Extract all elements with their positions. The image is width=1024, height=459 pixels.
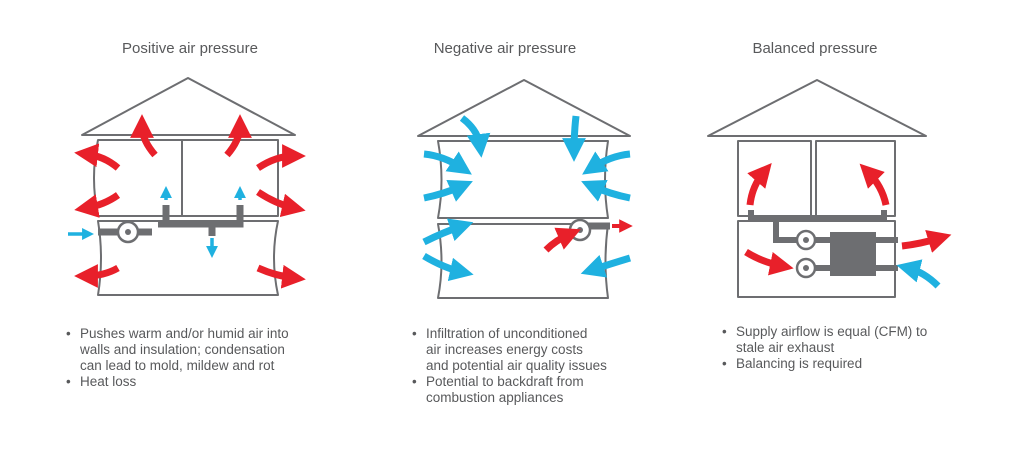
- airflow-arrow-blue: [422, 115, 632, 282]
- panel-title: Negative air pressure: [433, 40, 577, 57]
- note-item: Supply airflow is equal (CFM) to stale a…: [722, 324, 927, 356]
- note-item: Potential to backdraft from combustion a…: [412, 374, 607, 406]
- panel-positive-pressure: Positive air pressure: [0, 0, 380, 459]
- notes-list: Supply airflow is equal (CFM) to stale a…: [722, 324, 927, 372]
- panel-negative-pressure: Negative air pressure: [380, 0, 690, 459]
- hrv-unit-icon: [830, 232, 876, 276]
- airflow-arrow-red: [74, 114, 306, 289]
- note-item: Balancing is required: [722, 356, 927, 372]
- note-item: Pushes warm and/or humid air into walls …: [66, 326, 289, 374]
- fan-icon: [795, 257, 817, 279]
- panel-balanced-pressure: Balanced pressure: [690, 0, 1024, 459]
- house-outline: [707, 79, 927, 298]
- fan-icon: [568, 218, 592, 242]
- airflow-arrow-blue: [896, 259, 941, 289]
- notes-list: Pushes warm and/or humid air into walls …: [66, 326, 289, 390]
- notes-list: Infiltration of unconditioned air increa…: [412, 326, 607, 406]
- airflow-arrow-red: [744, 162, 952, 276]
- airflow-arrow-blue: [68, 186, 246, 258]
- positive-pressure-diagram: [68, 77, 306, 296]
- fan-icon: [116, 220, 140, 244]
- airflow-arrow-red: [543, 219, 633, 253]
- panel-title: Positive air pressure: [122, 40, 258, 57]
- house-outline: [81, 77, 296, 296]
- note-item: Infiltration of unconditioned air increa…: [412, 326, 607, 374]
- fan-icon: [795, 229, 817, 251]
- negative-pressure-diagram: [417, 79, 633, 299]
- note-item: Heat loss: [66, 374, 289, 390]
- panel-title: Balanced pressure: [752, 40, 878, 57]
- balanced-pressure-diagram: [707, 79, 952, 298]
